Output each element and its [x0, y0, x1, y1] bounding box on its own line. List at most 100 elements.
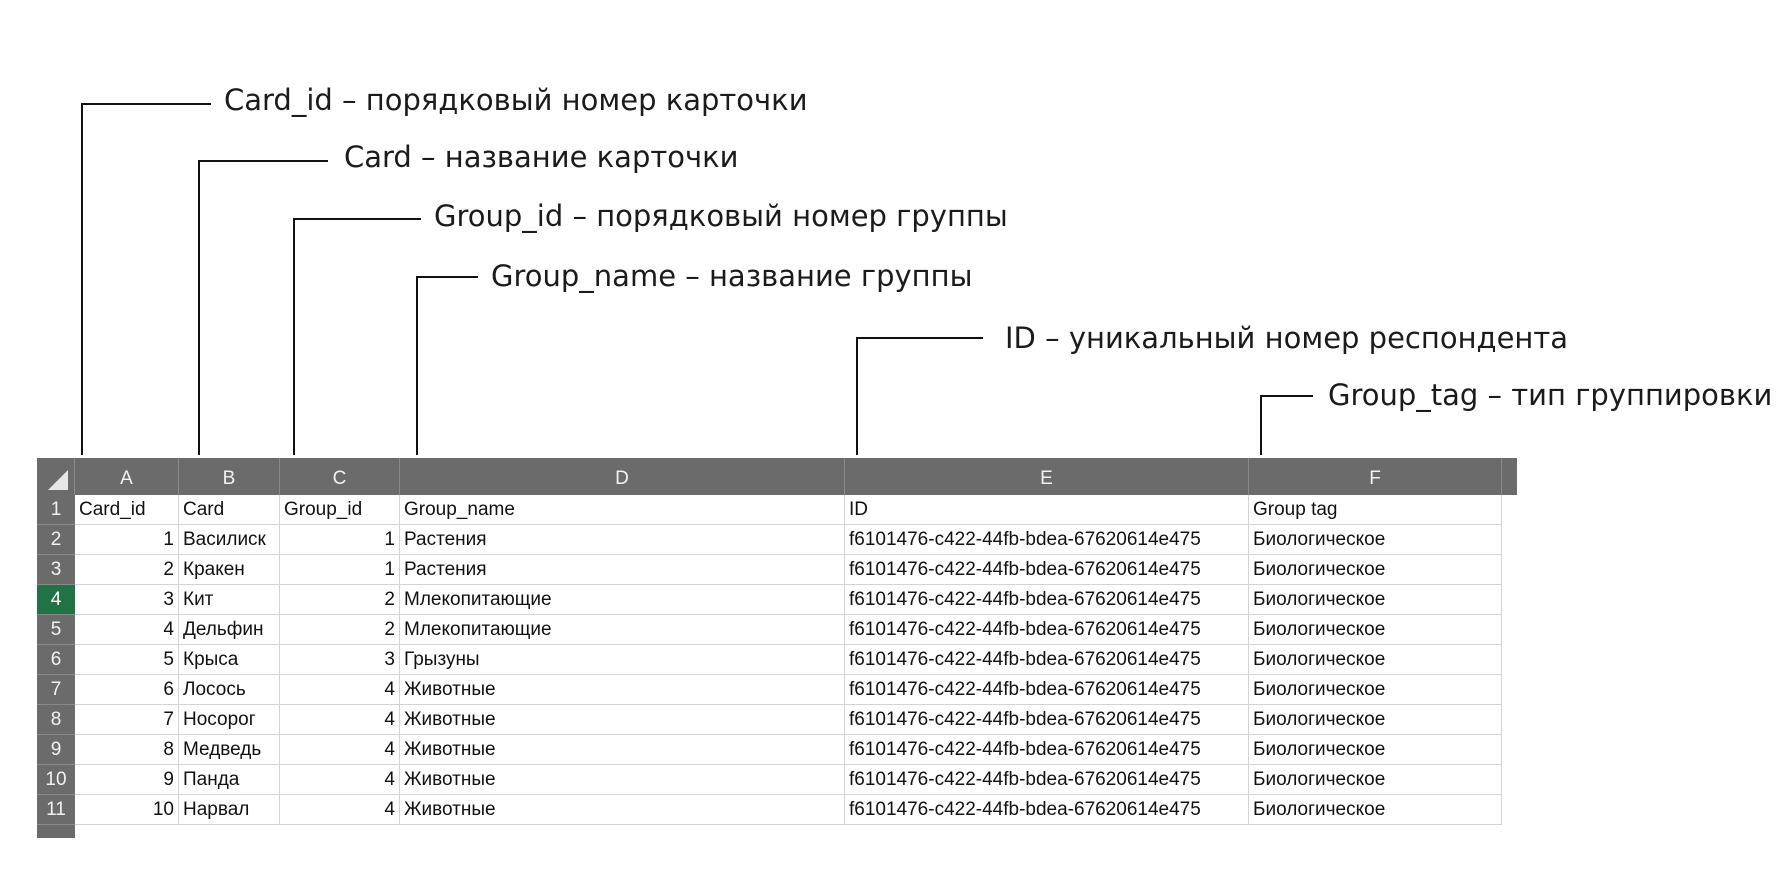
cell-group-name[interactable]: Животные: [400, 735, 845, 765]
cell-group-id[interactable]: 4: [280, 735, 400, 765]
cell-group-id[interactable]: 1: [280, 555, 400, 585]
cell-id[interactable]: f6101476-c422-44fb-bdea-67620614e475: [845, 675, 1249, 705]
cell-card-id[interactable]: 8: [75, 735, 179, 765]
cell-card[interactable]: Медведь: [179, 735, 280, 765]
cell-id[interactable]: f6101476-c422-44fb-bdea-67620614e475: [845, 615, 1249, 645]
cell-card[interactable]: Нарвал: [179, 795, 280, 825]
cell-group-name[interactable]: Животные: [400, 765, 845, 795]
cell-id[interactable]: f6101476-c422-44fb-bdea-67620614e475: [845, 735, 1249, 765]
row-header-7[interactable]: 7: [37, 675, 75, 705]
cell-group-name[interactable]: Млекопитающие: [400, 585, 845, 615]
column-header-a[interactable]: A: [75, 458, 179, 495]
row-header-2[interactable]: 2: [37, 525, 75, 555]
annotation-group-name: Group_name – название группы: [491, 259, 973, 293]
cell-card[interactable]: Носорог: [179, 705, 280, 735]
cell-group-name[interactable]: Животные: [400, 675, 845, 705]
cell-group-name[interactable]: Растения: [400, 555, 845, 585]
cell-group-id[interactable]: 2: [280, 585, 400, 615]
annotation-card-id: Card_id – порядковый номер карточки: [224, 83, 808, 117]
row-header-5[interactable]: 5: [37, 615, 75, 645]
row-header-3[interactable]: 3: [37, 555, 75, 585]
cell-card[interactable]: Крыса: [179, 645, 280, 675]
cell-card-id[interactable]: 3: [75, 585, 179, 615]
row-header-9[interactable]: 9: [37, 735, 75, 765]
cell-group-tag[interactable]: Биологическое: [1249, 585, 1502, 615]
cell-id[interactable]: f6101476-c422-44fb-bdea-67620614e475: [845, 525, 1249, 555]
cell-id[interactable]: f6101476-c422-44fb-bdea-67620614e475: [845, 645, 1249, 675]
cell-card[interactable]: Кракен: [179, 555, 280, 585]
header-cell-id[interactable]: ID: [845, 495, 1249, 525]
cell-group-id[interactable]: 1: [280, 525, 400, 555]
cell-card-id[interactable]: 2: [75, 555, 179, 585]
select-all-button[interactable]: [37, 458, 75, 495]
header-cell-card-id[interactable]: Card_id: [75, 495, 179, 525]
cell-group-tag[interactable]: Биологическое: [1249, 735, 1502, 765]
cell-group-name[interactable]: Млекопитающие: [400, 615, 845, 645]
cell-id[interactable]: f6101476-c422-44fb-bdea-67620614e475: [845, 765, 1249, 795]
cell-card-id[interactable]: 4: [75, 615, 179, 645]
annotation-card: Card – название карточки: [344, 140, 739, 174]
cell-group-tag[interactable]: Биологическое: [1249, 765, 1502, 795]
column-header-b[interactable]: B: [179, 458, 280, 495]
cell-group-id[interactable]: 4: [280, 705, 400, 735]
annotation-id: ID – уникальный номер респондента: [1005, 321, 1569, 355]
cell-group-tag[interactable]: Биологическое: [1249, 525, 1502, 555]
cell-group-name[interactable]: Животные: [400, 795, 845, 825]
cell-group-id[interactable]: 3: [280, 645, 400, 675]
header-cell-group-tag[interactable]: Group tag: [1249, 495, 1502, 525]
cell-group-name[interactable]: Растения: [400, 525, 845, 555]
header-cell-group-id[interactable]: Group_id: [280, 495, 400, 525]
cell-card[interactable]: Лосось: [179, 675, 280, 705]
row-header-1[interactable]: 1: [37, 495, 75, 525]
cell-card[interactable]: Дельфин: [179, 615, 280, 645]
cell-group-tag[interactable]: Биологическое: [1249, 675, 1502, 705]
cell-group-id[interactable]: 4: [280, 795, 400, 825]
cell-card-id[interactable]: 9: [75, 765, 179, 795]
cell-card[interactable]: Панда: [179, 765, 280, 795]
row-header-6[interactable]: 6: [37, 645, 75, 675]
cell-group-name[interactable]: Животные: [400, 705, 845, 735]
cell-id[interactable]: f6101476-c422-44fb-bdea-67620614e475: [845, 795, 1249, 825]
annotation-group-id: Group_id – порядковый номер группы: [434, 199, 1008, 233]
cell-card[interactable]: Василиск: [179, 525, 280, 555]
cell-card-id[interactable]: 7: [75, 705, 179, 735]
cell-group-tag[interactable]: Биологическое: [1249, 645, 1502, 675]
cell-group-tag[interactable]: Биологическое: [1249, 795, 1502, 825]
cell-id[interactable]: f6101476-c422-44fb-bdea-67620614e475: [845, 705, 1249, 735]
cell-group-name[interactable]: Грызуны: [400, 645, 845, 675]
cell-card-id[interactable]: 5: [75, 645, 179, 675]
cell-group-tag[interactable]: Биологическое: [1249, 705, 1502, 735]
cell-card[interactable]: Кит: [179, 585, 280, 615]
cell-card-id[interactable]: 1: [75, 525, 179, 555]
row-header-11[interactable]: 11: [37, 795, 75, 825]
column-header-f[interactable]: F: [1249, 458, 1502, 495]
row-header-8[interactable]: 8: [37, 705, 75, 735]
cell-group-tag[interactable]: Биологическое: [1249, 555, 1502, 585]
cell-id[interactable]: f6101476-c422-44fb-bdea-67620614e475: [845, 585, 1249, 615]
cell-group-id[interactable]: 2: [280, 615, 400, 645]
header-cell-group-name[interactable]: Group_name: [400, 495, 845, 525]
cell-group-id[interactable]: 4: [280, 765, 400, 795]
cell-group-id[interactable]: 4: [280, 675, 400, 705]
cell-group-tag[interactable]: Биологическое: [1249, 615, 1502, 645]
header-cell-card[interactable]: Card: [179, 495, 280, 525]
column-header-d[interactable]: D: [400, 458, 845, 495]
column-header-e[interactable]: E: [845, 458, 1249, 495]
cell-card-id[interactable]: 6: [75, 675, 179, 705]
column-header-c[interactable]: C: [280, 458, 400, 495]
cell-id[interactable]: f6101476-c422-44fb-bdea-67620614e475: [845, 555, 1249, 585]
row-header-10[interactable]: 10: [37, 765, 75, 795]
row-header-4[interactable]: 4: [37, 585, 75, 615]
cell-card-id[interactable]: 10: [75, 795, 179, 825]
